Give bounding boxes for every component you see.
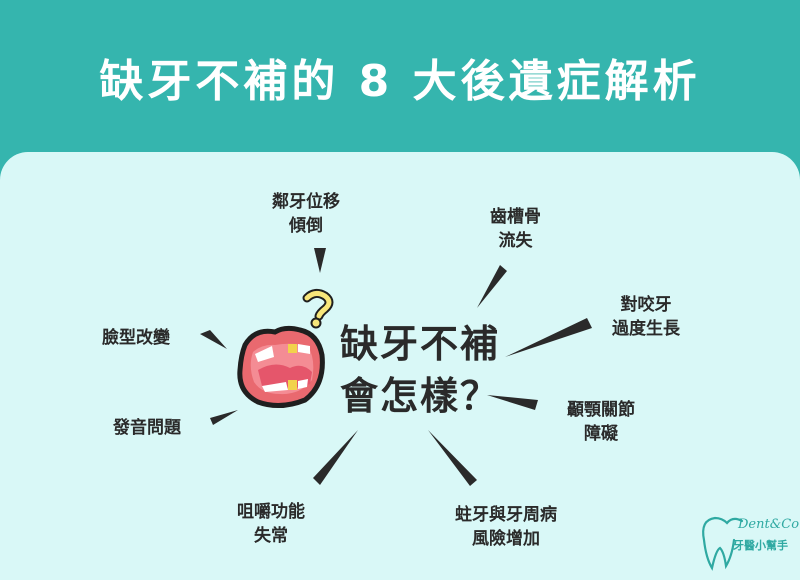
page-title: 缺牙不補的 8 大後遺症解析 xyxy=(99,56,701,107)
spike-speech xyxy=(210,410,238,425)
label-decay-periodontal-risk: 蛀牙與牙周病 風險增加 xyxy=(455,503,557,551)
gold-tooth-upper xyxy=(288,344,297,353)
tooth-logo-icon xyxy=(702,516,744,571)
label-line: 臉型改變 xyxy=(102,328,170,348)
spike-face xyxy=(200,330,227,349)
label-line: 過度生長 xyxy=(612,319,680,339)
lower-teeth xyxy=(262,382,288,392)
label-line: 傾倒 xyxy=(289,216,323,236)
spike-top xyxy=(314,248,326,273)
label-line: 對咬牙 xyxy=(620,295,672,315)
label-line: 咀嚼功能 xyxy=(237,502,305,522)
spike-alveolar xyxy=(477,265,507,308)
label-line: 顳顎關節 xyxy=(567,400,635,420)
label-line: 發音問題 xyxy=(113,418,181,438)
label-alveolar-bone-loss: 齒槽骨 流失 xyxy=(490,205,541,253)
label-line: 蛀牙與牙周病 xyxy=(455,505,557,525)
label-line: 鄰牙位移 xyxy=(272,192,340,212)
label-line: 流失 xyxy=(498,231,533,251)
logo-brand-en: Dent&Co xyxy=(738,517,800,532)
logo-brand-zh: 牙醫小幫手 xyxy=(733,539,788,552)
spike-chewing xyxy=(313,430,358,485)
spike-overgrowth xyxy=(505,318,592,357)
open-mouth-missing-tooth-icon xyxy=(237,325,325,408)
content-panel xyxy=(0,152,800,580)
gold-tooth-lower xyxy=(288,380,297,390)
label-line: 失常 xyxy=(254,526,288,546)
center-line-1: 缺牙不補 xyxy=(340,322,501,366)
label-speech-problems: 發音問題 xyxy=(113,416,181,440)
label-chewing-dysfunction: 咀嚼功能 失常 xyxy=(237,500,305,548)
center-question: 缺牙不補 會怎樣？ xyxy=(340,318,500,422)
label-line: 齒槽骨 xyxy=(490,207,541,227)
label-adjacent-tooth-shift: 鄰牙位移 傾倒 xyxy=(272,190,340,238)
label-line: 風險增加 xyxy=(472,529,540,549)
label-tmj-disorder: 顳顎關節 障礙 xyxy=(567,398,635,446)
label-line: 障礙 xyxy=(584,424,618,444)
upper-teeth xyxy=(255,346,274,362)
center-line-2: 會怎樣？ xyxy=(340,374,501,418)
question-mark-icon xyxy=(302,288,334,329)
label-face-shape-change: 臉型改變 xyxy=(102,326,170,350)
label-opposing-tooth-overgrowth: 對咬牙 過度生長 xyxy=(612,293,680,341)
spike-tmj xyxy=(487,395,538,410)
spike-decay xyxy=(428,430,477,486)
